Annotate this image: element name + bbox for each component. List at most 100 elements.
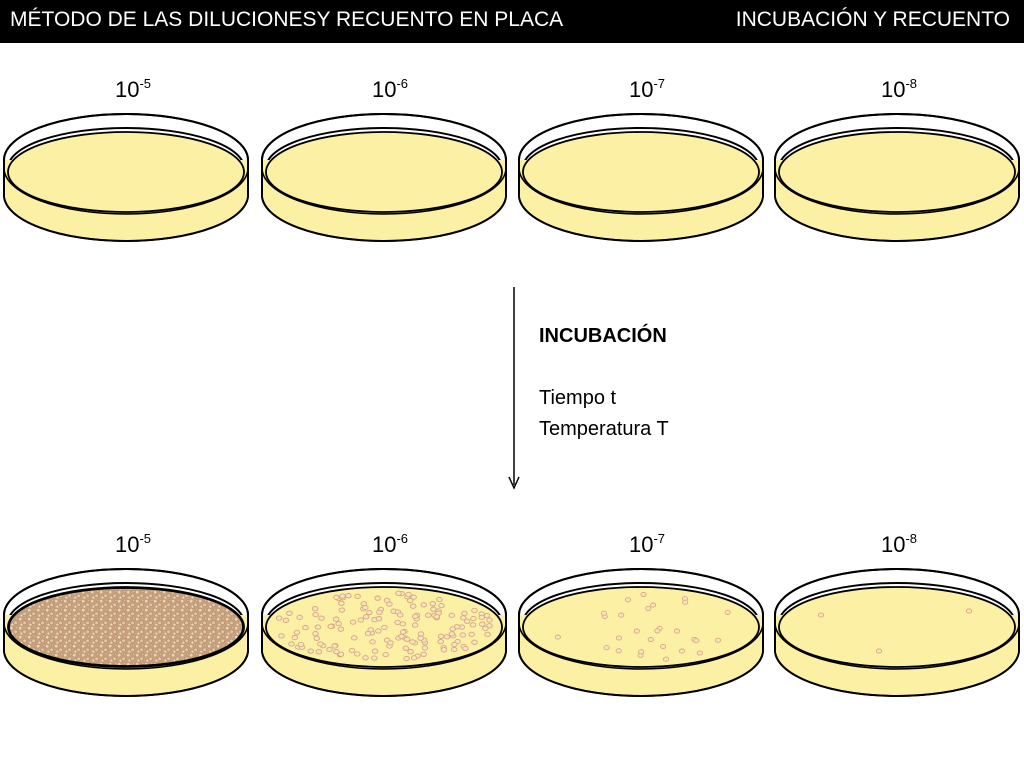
colony: [724, 609, 731, 615]
colony: [417, 635, 424, 641]
colony: [317, 641, 324, 647]
section-title: INCUBACIÓN Y RECUENTO: [735, 8, 1010, 31]
dish-agar-surface: [265, 131, 503, 213]
dish-base-lower-edge: [261, 194, 507, 242]
colony: [362, 655, 369, 661]
colony: [433, 614, 441, 620]
petri-dish-bottom-many-colonies: [260, 568, 508, 697]
colony: [603, 645, 610, 651]
dish-agar-surface: [7, 131, 245, 213]
incubation-time: Tiempo t: [539, 387, 617, 409]
colony: [638, 649, 645, 655]
colony: [647, 636, 654, 643]
colony: [650, 602, 657, 608]
colony: [291, 634, 299, 641]
colony: [624, 597, 631, 603]
dish-lid-top-edge: [3, 568, 249, 616]
colony: [394, 619, 401, 626]
colony: [654, 628, 661, 634]
colony: [362, 614, 370, 620]
colony: [403, 655, 410, 662]
colony: [600, 610, 607, 616]
colony: [357, 617, 365, 623]
petri-dish-top-3: [517, 113, 765, 242]
colony: [371, 655, 378, 661]
colony: [366, 609, 373, 616]
colony: [448, 612, 455, 619]
dish-agar-surface: [522, 131, 760, 213]
colony: [398, 633, 405, 640]
colony: [286, 610, 293, 616]
dish-base-lower-edge: [3, 194, 249, 242]
colony: [369, 639, 376, 645]
colony: [354, 593, 361, 600]
dish-lid-lower-edge: [518, 167, 764, 215]
petri-dish-top-2: [260, 113, 508, 242]
dish-base-lower-edge: [774, 649, 1020, 697]
colony: [484, 631, 491, 638]
colony: [471, 607, 478, 614]
colony: [293, 629, 301, 636]
colony: [376, 609, 383, 615]
dish-lid-top-edge: [774, 568, 1020, 616]
colony: [693, 638, 700, 644]
dish-lid-top-edge: [774, 113, 1020, 161]
incubation-temperature: Temperatura T: [539, 418, 669, 440]
dilution-label-top-4: 10-8: [881, 76, 917, 102]
colony: [395, 590, 402, 596]
colony: [450, 646, 458, 653]
colony: [302, 625, 309, 631]
colony: [381, 624, 388, 631]
colony: [337, 651, 345, 657]
dish-base-lower-edge: [518, 194, 764, 242]
colony: [318, 615, 325, 621]
colony: [451, 641, 458, 648]
dilution-label-top-3: 10-7: [629, 76, 665, 102]
colony: [615, 635, 622, 641]
incubation-arrow-head: [508, 476, 520, 490]
colony: [338, 600, 345, 606]
colony: [471, 639, 478, 645]
colony: [417, 631, 425, 637]
petri-dish-bottom-few-colonies: [517, 568, 765, 697]
colony: [338, 607, 346, 613]
colony: [411, 613, 419, 619]
colony: [312, 611, 319, 618]
petri-dish-bottom-three-colonies: [773, 568, 1021, 697]
colony: [421, 645, 429, 651]
colony: [407, 649, 414, 655]
colony: [332, 616, 340, 622]
colony: [403, 636, 411, 642]
confluent-growth: [8, 587, 244, 667]
colony: [420, 602, 427, 608]
colony: [468, 631, 475, 638]
colony: [307, 648, 314, 654]
colony: [411, 622, 419, 628]
colony: [313, 635, 321, 641]
dilution-label-top-2: 10-6: [372, 76, 408, 102]
colony: [554, 634, 561, 640]
colony: [345, 593, 352, 599]
colony: [405, 591, 412, 598]
colony: [682, 599, 689, 605]
colony: [429, 601, 437, 607]
dish-base-lower-edge: [518, 649, 764, 697]
colony: [410, 655, 418, 661]
colony: [362, 604, 369, 611]
colony: [326, 646, 333, 653]
colony: [382, 651, 389, 658]
colony: [399, 629, 407, 635]
dish-agar-surface: [522, 586, 760, 668]
colony: [469, 622, 477, 628]
colony: [673, 628, 680, 634]
dilution-label-bottom-1: 10-5: [115, 531, 151, 557]
colony: [297, 641, 305, 648]
colony: [315, 649, 323, 655]
colony: [640, 591, 647, 598]
colony: [678, 648, 685, 654]
colony: [350, 635, 358, 641]
colony: [817, 612, 825, 618]
colony: [463, 618, 471, 624]
colony: [331, 643, 338, 649]
